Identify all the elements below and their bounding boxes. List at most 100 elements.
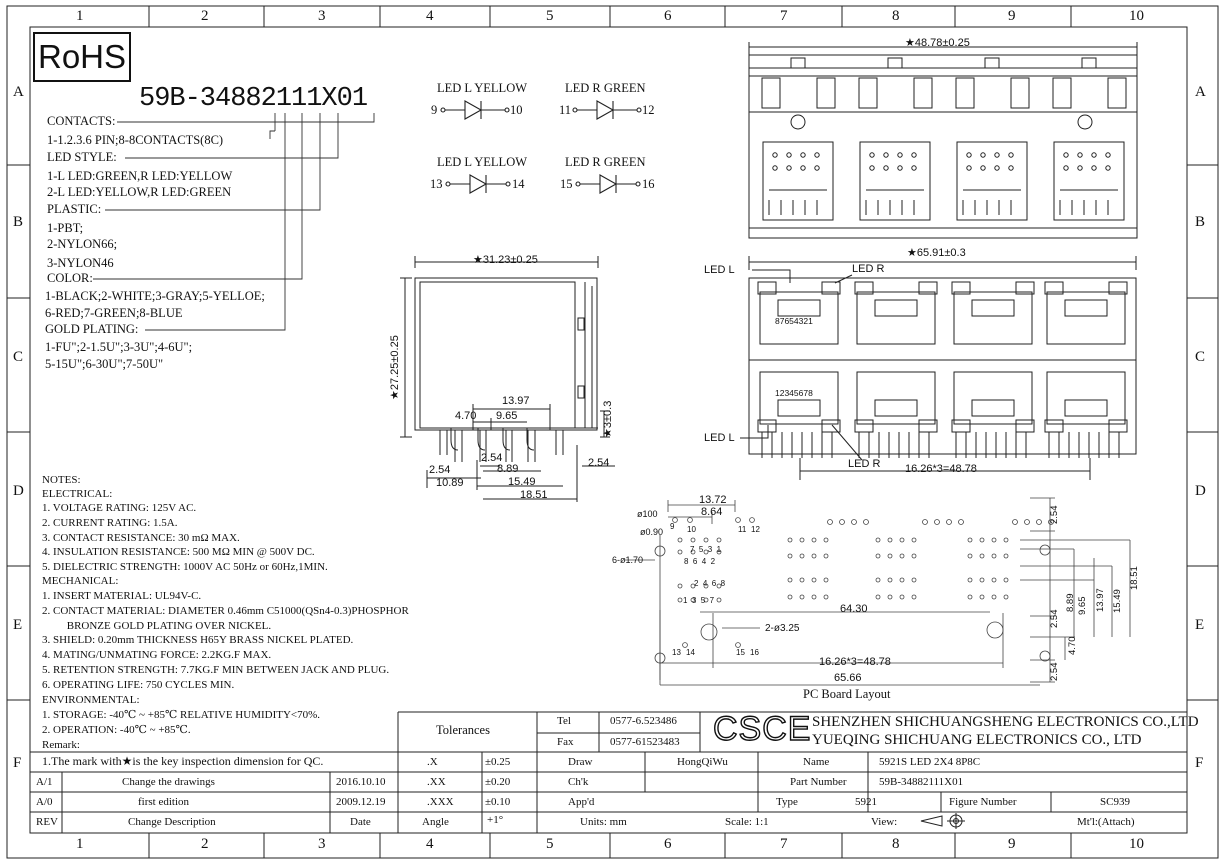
grid-col-label: 6 — [664, 8, 672, 24]
grid-row-label: D — [13, 483, 24, 499]
led-pin: 12 — [642, 103, 655, 117]
tel-value: 0577-6.523486 — [610, 715, 677, 727]
check-label: Ch'k — [568, 776, 589, 788]
spec-line: 5-15U";6-30U";7-50U" — [45, 357, 164, 371]
grid-col-label: 2 — [201, 836, 209, 852]
tol-value: ±0.25 — [485, 756, 511, 768]
grid-row-label: B — [1195, 214, 1206, 230]
led-label-2: LED R GREEN — [565, 81, 646, 95]
grid-row-label: A — [1195, 84, 1206, 100]
rev-description: Change the drawings — [122, 776, 215, 788]
grid-row-label: C — [13, 349, 24, 365]
rev-description: Change Description — [128, 816, 216, 828]
grid-col-label: 7 — [780, 8, 788, 24]
grid-row-label: E — [13, 617, 23, 633]
rev-date: Date — [350, 816, 371, 828]
pin-label: 10 — [687, 525, 696, 534]
spec-line: 2-L LED:YELLOW,R LED:GREEN — [47, 185, 232, 199]
dim: 8.89 — [497, 463, 519, 475]
dim: 2-ø3.25 — [765, 623, 800, 634]
dim: 2.54 — [588, 457, 610, 469]
grid-row-label: A — [13, 84, 24, 100]
type-value: 5921 — [855, 796, 877, 808]
led-l-label: LED L — [704, 432, 735, 444]
approved-label: App'd — [568, 796, 595, 808]
led-pin: 16 — [642, 177, 655, 191]
grid-row-label: F — [13, 755, 22, 771]
part-number-value: 59B-34882111X01 — [879, 776, 964, 788]
pin-label: 9 — [670, 522, 675, 531]
scale: Scale: 1:1 — [725, 816, 769, 828]
rev-date: 2009.12.19 — [336, 796, 386, 808]
company-logo: CSCE — [712, 710, 812, 748]
spec-line: 1-1.2.3.6 PIN;8-8CONTACTS(8C) — [47, 133, 224, 147]
note-line: 5. RETENTION STRENGTH: 7.7KG.F MIN BETWE… — [42, 664, 390, 676]
note-line: 2. OPERATION: -40℃ ~ +85℃. — [42, 724, 191, 736]
dim: 6-ø1.70 — [612, 555, 644, 565]
pin-label: 2 4 6 8 — [694, 579, 726, 588]
grid-col-label: 8 — [892, 8, 900, 24]
note-line: 6. OPERATING LIFE: 750 CYCLES MIN. — [42, 679, 235, 691]
grid-col-label: 5 — [546, 8, 554, 24]
units: Units: mm — [580, 816, 627, 828]
type-label: Type — [776, 796, 798, 808]
rev-code: A/1 — [36, 776, 53, 788]
note-line: 5. DIELECTRIC STRENGTH: 1000V AC 50Hz or… — [42, 561, 328, 573]
note-line: 3. SHIELD: 0.20mm THICKNESS H65Y BRASS N… — [42, 634, 354, 646]
pcb-caption: PC Board Layout — [803, 687, 891, 701]
dim: 2.54 — [481, 452, 503, 464]
grid-col-label: 3 — [318, 836, 326, 852]
tol: .XXX — [427, 796, 454, 808]
led-pin: 9 — [431, 103, 438, 117]
dim: 13.97 — [502, 395, 530, 407]
note-line: BRONZE GOLD PLATING OVER NICKEL. — [42, 620, 272, 632]
rev-code: A/0 — [36, 796, 53, 808]
spec-line: 1-FU";2-1.5U";3-3U";4-6U"; — [45, 340, 193, 354]
rev-description: first edition — [138, 796, 190, 808]
view-label: View: — [871, 816, 898, 828]
led-label-4: LED R GREEN — [565, 155, 646, 169]
figure-label: Figure Number — [949, 796, 1017, 808]
dim: 18.51 — [520, 489, 548, 501]
name-value: 5921S LED 2X4 8P8C — [879, 756, 981, 768]
grid-col-label: 9 — [1008, 836, 1016, 852]
part-number-label: Part Number — [790, 776, 847, 788]
note-line: 1. STORAGE: -40℃ ~ +85℃ RELATIVE HUMIDIT… — [42, 709, 321, 721]
company-name-1: SHENZHEN SHICHUANGSHENG ELECTRONICS CO.,… — [812, 714, 1199, 730]
company-name-2: YUEQING SHICHUANG ELECTRONICS CO., LTD — [812, 732, 1142, 748]
dim: 8.89 — [1065, 593, 1076, 613]
pin-numbers: 87654321 — [775, 316, 813, 326]
dim: 4.70 — [1067, 636, 1078, 656]
dim: ★3±0.3 — [602, 400, 614, 438]
dim: ø0.90 — [640, 527, 664, 537]
pin-label: 16 — [750, 648, 759, 657]
spec-line: GOLD PLATING: — [45, 322, 139, 336]
spec-line: 1-PBT; — [47, 221, 84, 235]
dim: 16.26*3=48.78 — [905, 463, 977, 475]
grid-col-label: 4 — [426, 836, 434, 852]
note-line: NOTES: — [42, 474, 81, 486]
note-line: 2. CONTACT MATERIAL: DIAMETER 0.46mm C51… — [42, 605, 409, 617]
name-label: Name — [803, 756, 830, 768]
draw-label: Draw — [568, 756, 593, 768]
dim: ★27.25±0.25 — [389, 335, 401, 400]
dim: 2.54 — [1049, 609, 1060, 629]
tol-value: ±0.10 — [485, 796, 511, 808]
pin-label: 8 6 4 2 — [684, 557, 716, 566]
grid-col-label: 1 — [76, 836, 84, 852]
note-line: ELECTRICAL: — [42, 488, 113, 500]
fax-label: Fax — [557, 736, 574, 748]
tolerances-label: Tolerances — [436, 723, 490, 737]
led-pin: 13 — [430, 177, 443, 191]
spec-line: 1-BLACK;2-WHITE;3-GRAY;5-YELLOE; — [45, 289, 265, 303]
dim: 9.65 — [496, 410, 518, 422]
dim: 2.54 — [1049, 662, 1060, 682]
rohs-badge: RoHS — [33, 32, 131, 82]
dim: 13.72 — [699, 494, 727, 506]
dim: ★31.23±0.25 — [473, 254, 538, 266]
dim: ★65.91±0.3 — [907, 247, 966, 259]
led-pin: 10 — [510, 103, 523, 117]
grid-row-label: C — [1195, 349, 1206, 365]
dim: 65.66 — [834, 672, 862, 684]
